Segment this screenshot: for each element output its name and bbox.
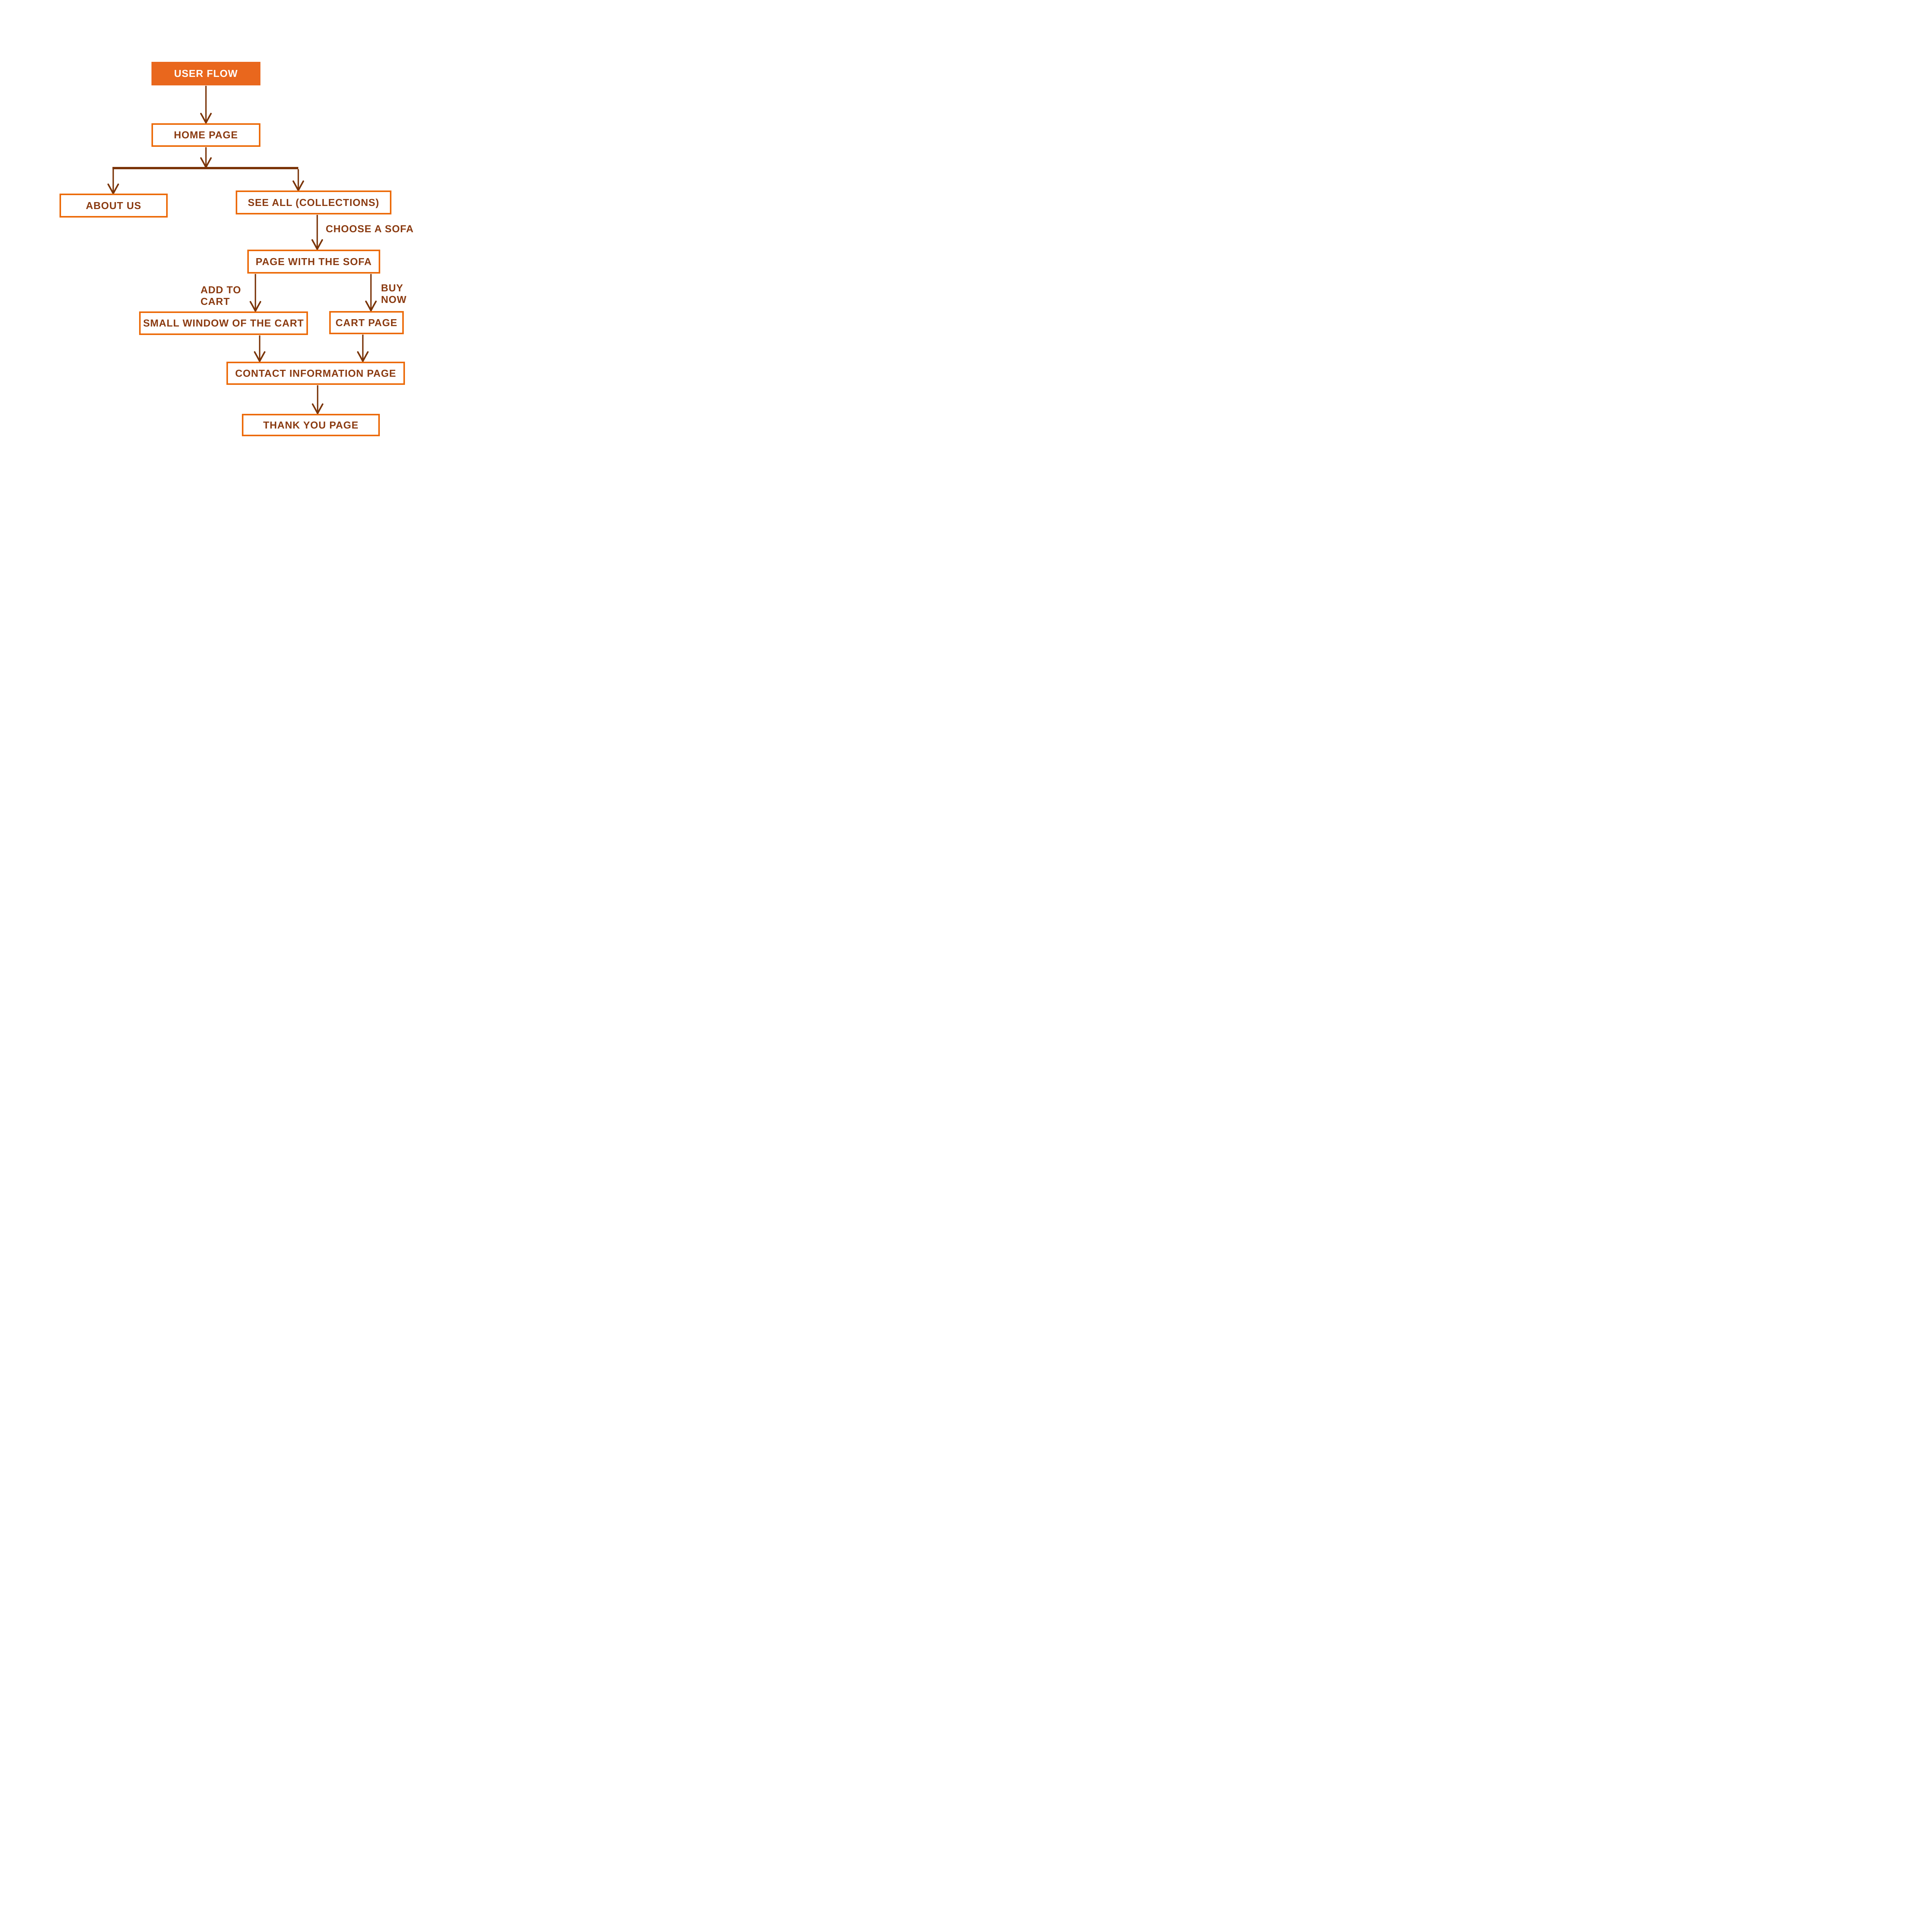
arrowhead-homepage-to-junction <box>200 157 212 168</box>
flow-node-label-page-with-sofa: PAGE WITH THE SOFA <box>255 255 372 267</box>
edge-label-line: BUY <box>381 282 403 294</box>
flow-node-about-us: ABOUT US <box>60 194 168 218</box>
flow-node-user-flow: USER FLOW <box>151 62 260 85</box>
flow-node-page-with-sofa: PAGE WITH THE SOFA <box>247 250 380 274</box>
flow-node-small-window-cart: SMALL WINDOW OF THE CART <box>139 311 308 335</box>
flow-node-label-small-window-cart: SMALL WINDOW OF THE CART <box>143 317 304 329</box>
arrowhead-smallcart-to-contact <box>254 351 265 362</box>
edge-label-choose-a-sofa: CHOOSE A SOFA <box>326 223 414 235</box>
user-flow-diagram: USER FLOW HOME PAGE ABOUT US SEE ALL (COLLE… <box>0 0 498 520</box>
arrowhead-junction-to-aboutus <box>107 184 119 194</box>
flow-node-label-see-all: SEE ALL (COLLECTIONS) <box>248 196 379 208</box>
flow-node-contact-info: CONTACT INFORMATION PAGE <box>226 362 405 385</box>
flow-node-see-all: SEE ALL (COLLECTIONS) <box>236 190 391 214</box>
edge-label-line: CHOOSE A SOFA <box>326 223 414 235</box>
arrowhead-userflow-to-homepage <box>200 113 212 124</box>
arrowhead-sofa-to-cartpage <box>365 301 377 311</box>
arrowhead-seeall-to-sofa <box>311 239 323 250</box>
flow-node-label-home-page: HOME PAGE <box>174 129 238 141</box>
flow-node-home-page: HOME PAGE <box>151 123 260 147</box>
edge-label-line: CART <box>201 296 230 307</box>
flow-node-thank-you: THANK YOU PAGE <box>242 414 380 436</box>
edge-label-line: ADD TO <box>201 284 242 296</box>
flow-node-label-cart-page: CART PAGE <box>335 316 398 328</box>
arrowhead-cartpage-to-contact <box>357 351 369 362</box>
flow-node-label-thank-you: THANK YOU PAGE <box>263 419 359 431</box>
flow-node-label-user-flow: USER FLOW <box>174 68 238 79</box>
arrowhead-contact-to-thankyou <box>312 403 323 414</box>
arrowhead-sofa-to-smallcart <box>250 301 261 312</box>
arrowhead-junction-to-seeall <box>293 180 304 191</box>
flow-node-label-contact-info: CONTACT INFORMATION PAGE <box>235 367 396 379</box>
flow-node-label-about-us: ABOUT US <box>86 199 141 211</box>
flow-node-cart-page: CART PAGE <box>329 311 404 334</box>
edge-label-line: NOW <box>381 294 407 305</box>
